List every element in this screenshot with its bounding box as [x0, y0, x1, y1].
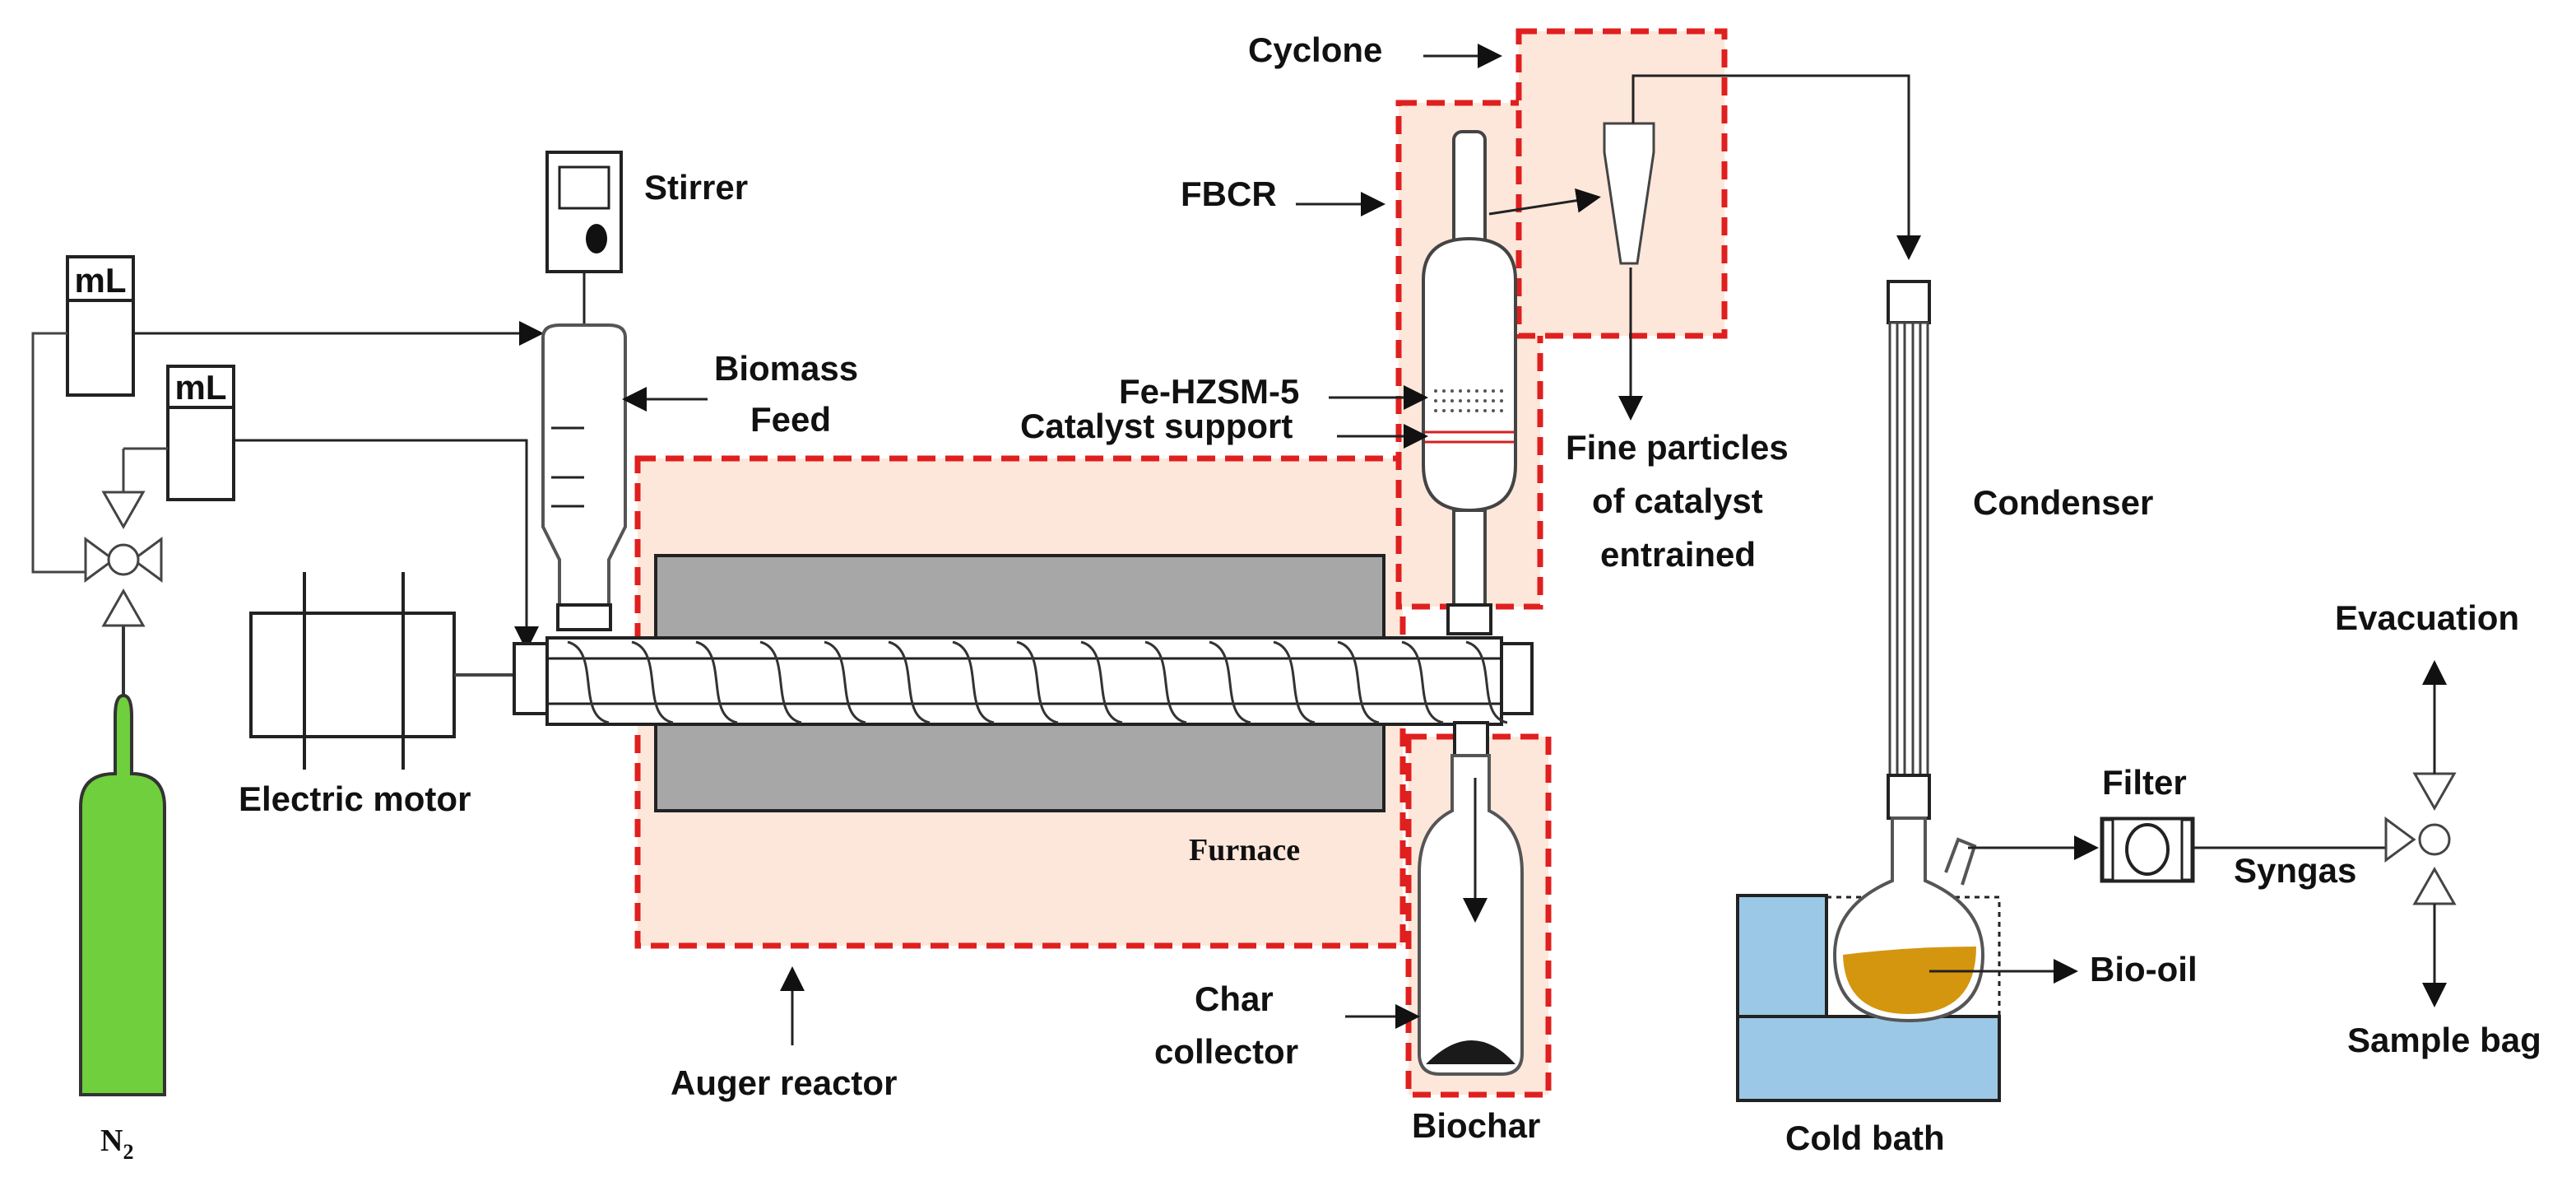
condenser: Condenser	[1887, 280, 2153, 820]
syngas-outlet: Syngas Evacuation Sample bag	[2193, 598, 2541, 1059]
furnace-top-block	[654, 554, 1385, 640]
bio-oil-liquid	[1843, 947, 1976, 1014]
fine-particles-label-3: entrained	[1600, 535, 1756, 574]
outlet-valve-icon	[2384, 772, 2457, 905]
flask: Bio-oil	[1832, 816, 2198, 1023]
fine-particles-label-1: Fine particles	[1566, 428, 1789, 467]
auger-screw	[567, 640, 1508, 724]
char-collector-label-2: collector	[1154, 1032, 1298, 1071]
nitrogen-supply: mL mL N2	[31, 255, 544, 1164]
biomass-feed-label-1: Biomass	[714, 349, 858, 388]
char-collector: Char collector Biochar	[1154, 721, 1540, 1145]
cyclone-label: Cyclone	[1248, 30, 1382, 69]
auger-tube	[513, 636, 1534, 726]
bio-oil-label: Bio-oil	[2090, 950, 2198, 989]
nitrogen-cylinder	[79, 693, 166, 1096]
electric-motor-label: Electric motor	[239, 779, 471, 818]
fine-particles-label-2: of catalyst	[1592, 482, 1763, 520]
stirrer-assembly: Stirrer	[545, 151, 748, 593]
nitrogen-valve-icon	[84, 491, 163, 627]
fbcr-label: FBCR	[1181, 174, 1277, 213]
auger-reactor-label: Auger reactor	[671, 1063, 897, 1102]
syringe-1-label: mL	[75, 261, 127, 300]
filter-label: Filter	[2102, 763, 2187, 802]
furnace-label: Furnace	[1189, 833, 1300, 868]
filter-icon	[2125, 823, 2170, 876]
cold-bath-label: Cold bath	[1785, 1119, 1945, 1157]
catalyst-support-label: Catalyst support	[1020, 407, 1293, 445]
syringe-pump-2	[166, 365, 235, 501]
electric-motor: Electric motor	[239, 572, 514, 818]
fbcr-column: FBCR Fe-HZSM-5 Catalyst support	[1020, 130, 1517, 635]
furnace: Furnace	[654, 554, 1385, 868]
biomass-hopper: Biomass Feed	[541, 323, 858, 631]
condenser-label: Condenser	[1973, 483, 2153, 522]
stirrer-knob-icon	[586, 224, 607, 254]
syngas-label: Syngas	[2234, 851, 2356, 890]
cold-bath: Cold bath	[1736, 894, 2001, 1157]
evacuation-label: Evacuation	[2335, 598, 2519, 637]
syringe-pump-1	[66, 255, 135, 397]
nitrogen-label: N2	[100, 1124, 133, 1164]
biochar-pile	[1426, 1040, 1515, 1064]
sample-bag-label: Sample bag	[2347, 1021, 2541, 1059]
char-collector-label-1: Char	[1195, 979, 1274, 1018]
filter: Filter	[1968, 763, 2195, 883]
stirrer-label: Stirrer	[644, 168, 748, 207]
furnace-bottom-block	[654, 723, 1385, 812]
syringe-2-label: mL	[175, 368, 227, 407]
auger-reactor-label-group: Auger reactor	[671, 966, 897, 1102]
cyclone: Cyclone Fine particles of catalyst entra…	[1248, 30, 1921, 574]
biomass-feed-label-2: Feed	[750, 400, 831, 439]
catalyst-label: Fe-HZSM-5	[1119, 372, 1299, 411]
biochar-label: Biochar	[1412, 1106, 1540, 1145]
catalyst-bed	[1434, 389, 1503, 412]
